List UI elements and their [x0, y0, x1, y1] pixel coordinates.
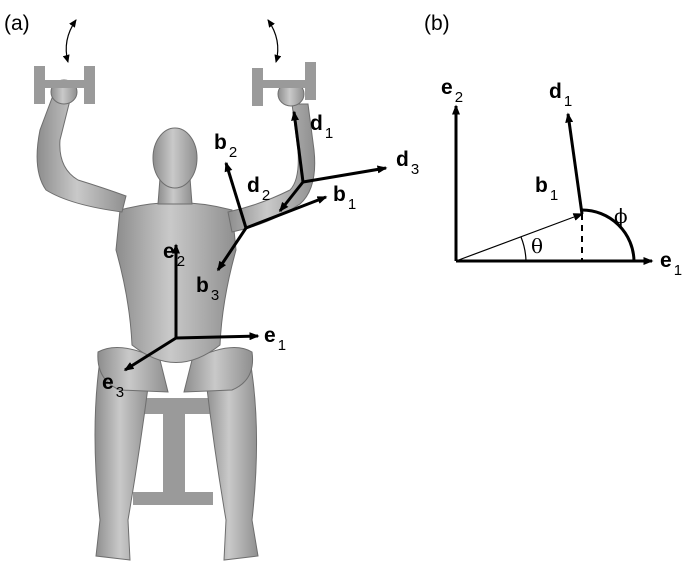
panel-b-label: (b) [424, 12, 450, 35]
vector-e1 [176, 336, 258, 338]
panel-a: (a) [4, 12, 419, 560]
theta-label: θ [531, 234, 543, 258]
phi-label: ϕ [614, 204, 628, 228]
motion-arrow-left [66, 20, 76, 62]
chair [133, 398, 213, 505]
vector-d1-b [568, 114, 582, 214]
motion-arrow-right [268, 20, 278, 62]
panel-a-label: (a) [4, 12, 30, 35]
theta-arc [521, 237, 526, 261]
vector-d3 [303, 168, 386, 182]
vector-b1-b [456, 214, 582, 261]
